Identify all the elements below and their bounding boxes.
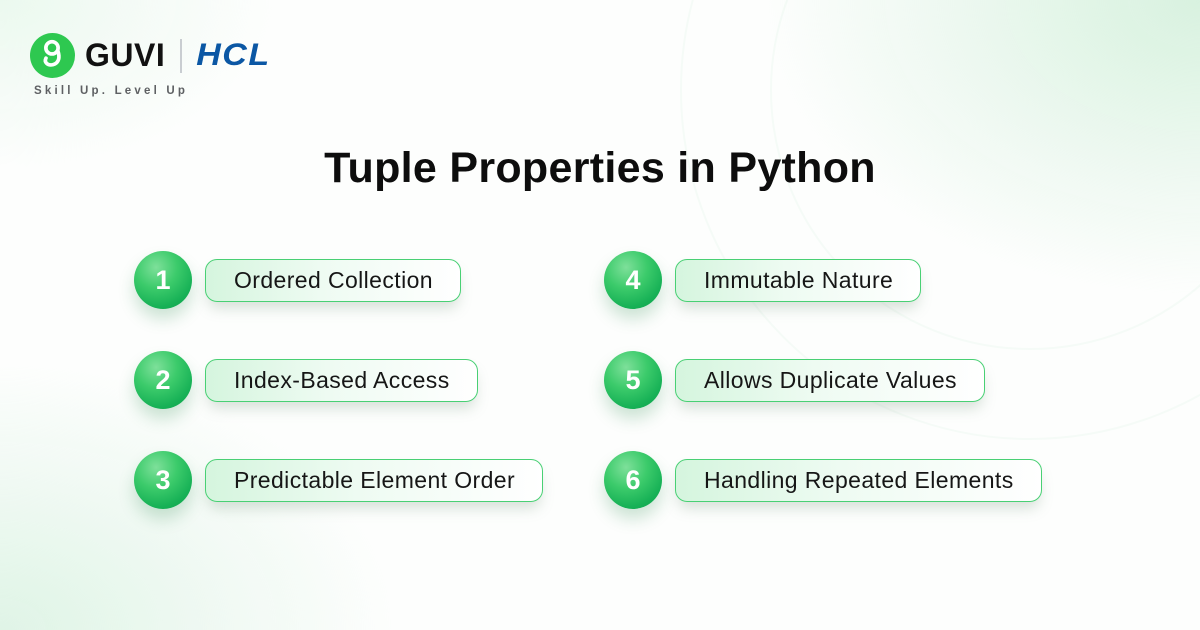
property-item-6: 6 Handling Repeated Elements [604, 451, 1042, 509]
number-text: 1 [155, 264, 171, 295]
property-label: Handling Repeated Elements [704, 466, 1014, 493]
number-text: 2 [155, 364, 171, 395]
brand-tagline: Skill Up. Level Up [34, 85, 189, 97]
number-text: 5 [625, 364, 641, 395]
number-text: 4 [625, 264, 641, 295]
property-pill: Ordered Collection [205, 258, 461, 302]
properties-grid: 1 Ordered Collection 2 Index-Based Acces… [134, 251, 1042, 509]
number-badge: 3 [134, 451, 192, 509]
number-text: 6 [625, 464, 641, 495]
page-title: Tuple Properties in Python [324, 144, 876, 192]
property-item-4: 4 Immutable Nature [604, 251, 1042, 309]
number-badge: 6 [604, 451, 662, 509]
property-item-3: 3 Predictable Element Order [134, 451, 604, 509]
properties-column-left: 1 Ordered Collection 2 Index-Based Acces… [134, 251, 604, 509]
hcl-wordmark: HCL [196, 37, 271, 73]
property-item-2: 2 Index-Based Access [134, 351, 604, 409]
number-badge: 1 [134, 251, 192, 309]
property-pill: Immutable Nature [675, 258, 922, 302]
property-label: Ordered Collection [234, 266, 433, 293]
number-badge: 4 [604, 251, 662, 309]
number-text: 3 [155, 464, 171, 495]
property-pill: Allows Duplicate Values [675, 358, 985, 402]
number-badge: 5 [604, 351, 662, 409]
properties-column-right: 4 Immutable Nature 5 Allows Duplicate Va… [604, 251, 1042, 509]
property-label: Predictable Element Order [234, 466, 516, 493]
guvi-logo-icon [30, 33, 75, 78]
property-pill: Index-Based Access [205, 358, 478, 402]
brand-header: GUVI HCL Skill Up. Level Up [30, 33, 271, 97]
property-item-5: 5 Allows Duplicate Values [604, 351, 1042, 409]
number-badge: 2 [134, 351, 192, 409]
property-label: Index-Based Access [234, 366, 450, 393]
property-label: Allows Duplicate Values [704, 366, 957, 393]
guvi-wordmark: GUVI [85, 37, 166, 73]
property-item-1: 1 Ordered Collection [134, 251, 604, 309]
brand-divider [180, 38, 183, 73]
property-pill: Predictable Element Order [205, 458, 544, 502]
property-pill: Handling Repeated Elements [675, 458, 1042, 502]
brand-row: GUVI HCL [30, 33, 271, 78]
property-label: Immutable Nature [704, 266, 894, 293]
